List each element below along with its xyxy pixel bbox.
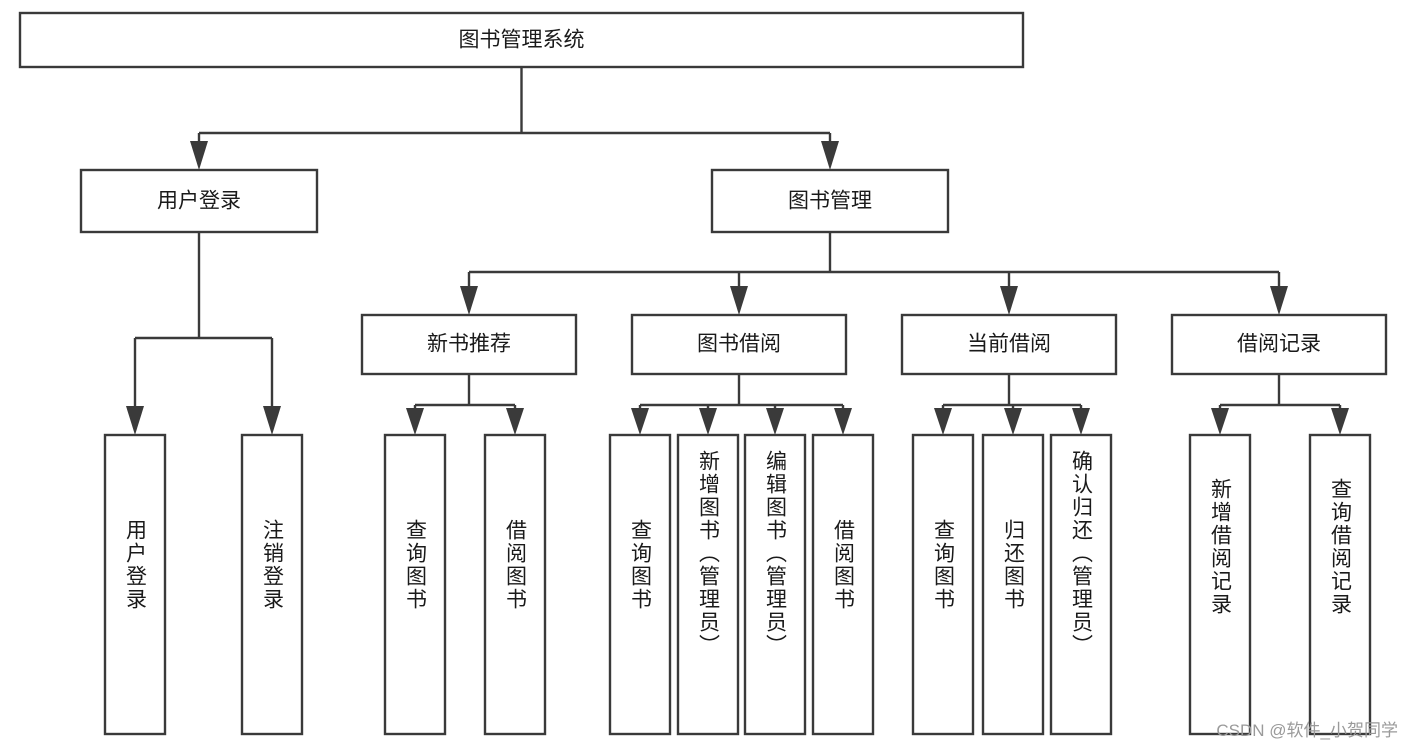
node-leaf-logout-label: 注销登录 <box>261 519 285 611</box>
arrow-head-leaf-query-record <box>1331 408 1349 435</box>
node-leaf-logout[interactable]: 注销登录 <box>240 433 304 736</box>
node-leaf-query-record-label: 查询借阅记录 <box>1329 478 1353 616</box>
node-leaf-user-login-box[interactable] <box>103 433 167 736</box>
node-leaf-borrow-book-1[interactable]: 借阅图书 <box>483 433 547 736</box>
arrow-head-leaf-query-book-3 <box>934 408 952 435</box>
arrow-head-leaf-query-book-1 <box>406 408 424 435</box>
arrow-head-leaf-add-book <box>699 408 717 435</box>
arrow-head-leaf-add-record <box>1211 408 1229 435</box>
node-leaf-query-book-3-box[interactable] <box>911 433 975 736</box>
node-leaf-borrow-book-2[interactable]: 借阅图书 <box>811 433 875 736</box>
node-book-borrow-label: 图书借阅 <box>697 333 781 356</box>
node-leaf-query-book-3[interactable]: 查询图书 <box>911 433 975 736</box>
node-borrow-record-box[interactable] <box>1170 313 1388 376</box>
node-root-label: 图书管理系统 <box>459 29 585 52</box>
node-leaf-add-book-box[interactable] <box>676 433 740 736</box>
node-leaf-confirm-return[interactable]: 确认归还（管理员） <box>1049 433 1113 736</box>
arrow-head-leaf-query-book-2 <box>631 408 649 435</box>
node-leaf-return-book-label: 归还图书 <box>1002 519 1026 611</box>
node-current-borrow-label: 当前借阅 <box>967 333 1051 356</box>
node-leaf-query-book-2[interactable]: 查询图书 <box>608 433 672 736</box>
node-leaf-edit-book[interactable]: 编辑图书（管理员） <box>743 433 807 736</box>
watermark-label: CSDN @软件_小贺同学 <box>1216 721 1398 740</box>
node-leaf-query-book-2-box[interactable] <box>608 433 672 736</box>
arrow-head-new-book-rec <box>460 286 478 315</box>
arrow-head-leaf-logout <box>263 406 281 435</box>
node-leaf-borrow-book-2-label: 借阅图书 <box>832 519 856 611</box>
node-leaf-logout-box[interactable] <box>240 433 304 736</box>
node-new-book-rec-box[interactable] <box>360 313 578 376</box>
node-leaf-add-record-box[interactable] <box>1188 433 1252 736</box>
node-new-book-rec[interactable]: 新书推荐 <box>360 313 578 376</box>
node-root[interactable]: 图书管理系统 <box>18 11 1025 69</box>
arrow-head-leaf-borrow-book-1 <box>506 408 524 435</box>
node-leaf-confirm-return-box[interactable] <box>1049 433 1113 736</box>
arrow-head-borrow-record <box>1270 286 1288 315</box>
node-leaf-borrow-book-1-label: 借阅图书 <box>504 519 528 611</box>
node-book-mgmt-label: 图书管理 <box>788 190 872 213</box>
node-leaf-borrow-book-1-box[interactable] <box>483 433 547 736</box>
node-leaf-add-book[interactable]: 新增图书（管理员） <box>676 433 740 736</box>
node-leaf-user-login[interactable]: 用户登录 <box>103 433 167 736</box>
arrow-head-leaf-user-login <box>126 406 144 435</box>
node-leaf-add-record[interactable]: 新增借阅记录 <box>1188 433 1252 736</box>
node-current-borrow-box[interactable] <box>900 313 1118 376</box>
node-leaf-add-record-label: 新增借阅记录 <box>1209 478 1233 616</box>
connector-layer <box>126 67 1349 435</box>
arrow-head-leaf-borrow-book-2 <box>834 408 852 435</box>
node-leaf-query-record[interactable]: 查询借阅记录 <box>1308 433 1372 736</box>
node-user-login[interactable]: 用户登录 <box>79 168 319 234</box>
node-leaf-return-book-box[interactable] <box>981 433 1045 736</box>
node-leaf-borrow-book-2-box[interactable] <box>811 433 875 736</box>
arrow-head-leaf-edit-book <box>766 408 784 435</box>
node-book-mgmt-box[interactable] <box>710 168 950 234</box>
node-borrow-record[interactable]: 借阅记录 <box>1170 313 1388 376</box>
node-leaf-query-book-1-box[interactable] <box>383 433 447 736</box>
node-book-mgmt[interactable]: 图书管理 <box>710 168 950 234</box>
arrow-head-leaf-return-book <box>1004 408 1022 435</box>
node-leaf-user-login-label: 用户登录 <box>124 519 148 611</box>
node-leaf-query-book-1-label: 查询图书 <box>404 519 428 611</box>
node-user-login-box[interactable] <box>79 168 319 234</box>
node-book-borrow-box[interactable] <box>630 313 848 376</box>
node-book-borrow[interactable]: 图书借阅 <box>630 313 848 376</box>
node-current-borrow[interactable]: 当前借阅 <box>900 313 1118 376</box>
node-leaf-add-book-label: 新增图书（管理员） <box>697 450 721 657</box>
node-new-book-rec-label: 新书推荐 <box>427 333 511 356</box>
node-leaf-query-book-3-label: 查询图书 <box>932 519 956 611</box>
node-leaf-confirm-return-label: 确认归还（管理员） <box>1070 450 1094 657</box>
node-leaf-return-book[interactable]: 归还图书 <box>981 433 1045 736</box>
node-leaf-query-book-2-label: 查询图书 <box>629 519 653 611</box>
arrow-head-book-borrow <box>730 286 748 315</box>
arrow-head-user-login <box>190 141 208 170</box>
arrow-head-leaf-confirm-return <box>1072 408 1090 435</box>
node-leaf-edit-book-box[interactable] <box>743 433 807 736</box>
node-leaf-query-record-box[interactable] <box>1308 433 1372 736</box>
arrow-head-current-borrow <box>1000 286 1018 315</box>
node-leaf-edit-book-label: 编辑图书（管理员） <box>764 450 788 657</box>
arrow-head-book-mgmt <box>821 141 839 170</box>
node-leaf-query-book-1[interactable]: 查询图书 <box>383 433 447 736</box>
node-root-box[interactable] <box>18 11 1025 69</box>
node-borrow-record-label: 借阅记录 <box>1237 333 1321 356</box>
node-user-login-label: 用户登录 <box>157 190 241 213</box>
